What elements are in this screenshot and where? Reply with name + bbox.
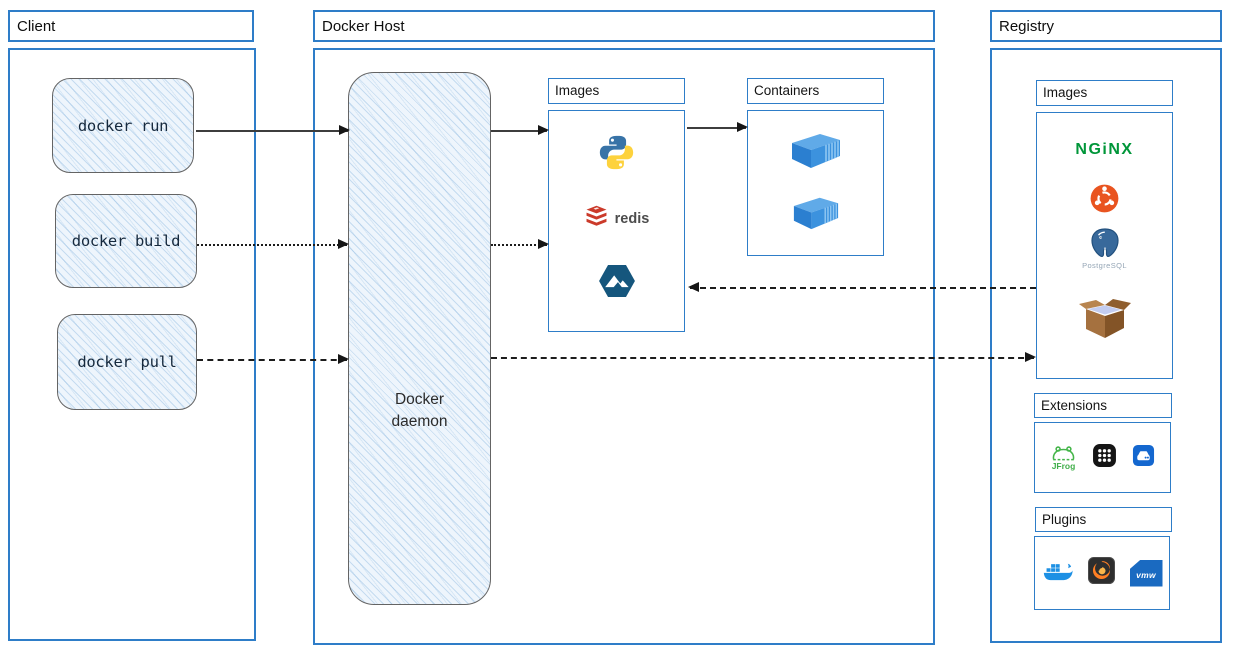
registry-title: Registry xyxy=(999,18,1055,35)
arrow-daemon-to-registry xyxy=(491,352,1036,362)
vmware-icon: vmw xyxy=(1129,559,1163,587)
docker-build-node: docker build xyxy=(55,194,197,288)
arrow-build-to-daemon xyxy=(197,239,349,249)
jfrog-label: JFrog xyxy=(1051,460,1076,471)
registry-extensions-box: JFrog xyxy=(1034,422,1171,493)
docker-run-label: docker run xyxy=(77,116,169,135)
redis-image-row: redis xyxy=(549,205,684,233)
arrow-daemon-to-images-build xyxy=(491,239,549,249)
registry-images-title: Images xyxy=(1043,85,1088,100)
host-images-box: redis xyxy=(548,110,685,332)
redis-icon xyxy=(584,205,609,233)
registry-extensions-title: Extensions xyxy=(1041,398,1108,413)
host-images-title: Images xyxy=(555,83,600,98)
arrow-daemon-to-images xyxy=(491,125,549,135)
docker-daemon-label: Docker daemon xyxy=(391,391,448,430)
containers-title-bar: Containers xyxy=(747,78,884,104)
docker-build-label: docker build xyxy=(71,232,181,250)
docker-daemon-node: Docker daemon xyxy=(348,72,491,605)
arrow-run-to-daemon xyxy=(196,125,350,135)
docker-whale-icon xyxy=(1042,559,1073,588)
docker-pull-label: docker pull xyxy=(77,353,177,371)
container-icon xyxy=(748,195,883,230)
nginx-icon: NGiNX xyxy=(1037,141,1172,159)
drive-app-icon xyxy=(1132,444,1155,472)
client-title-bar: Client xyxy=(8,10,254,42)
host-images-title-bar: Images xyxy=(548,78,685,104)
app-grid-icon xyxy=(1092,443,1117,473)
arrow-pull-to-daemon xyxy=(197,354,349,364)
containers-title: Containers xyxy=(754,83,820,98)
postgresql-icon: PostgreSQL xyxy=(1037,227,1172,270)
grafana-icon xyxy=(1087,557,1115,589)
registry-images-box: NGiNX PostgreSQL xyxy=(1036,112,1173,379)
docker-host-title-bar: Docker Host xyxy=(313,10,935,42)
container-icon xyxy=(748,131,883,169)
docker-run-node: docker run xyxy=(52,78,194,173)
package-box-icon xyxy=(1037,295,1172,339)
postgresql-label: PostgreSQL xyxy=(1082,261,1127,270)
registry-plugins-box: vmw xyxy=(1034,536,1170,610)
redis-label: redis xyxy=(614,211,650,227)
registry-images-title-bar: Images xyxy=(1036,80,1173,106)
arrow-registry-to-images xyxy=(688,282,1036,292)
docker-pull-node: docker pull xyxy=(57,314,197,410)
client-title: Client xyxy=(17,18,56,35)
ubuntu-icon xyxy=(1037,184,1172,213)
arrow-images-to-containers xyxy=(687,122,748,132)
registry-title-bar: Registry xyxy=(990,10,1222,42)
docker-host-title: Docker Host xyxy=(322,18,405,35)
containers-box xyxy=(747,110,884,256)
vmware-label: vmw xyxy=(1136,569,1156,580)
alpine-icon xyxy=(549,264,684,298)
registry-plugins-title: Plugins xyxy=(1042,512,1087,527)
registry-plugins-title-bar: Plugins xyxy=(1035,507,1172,532)
nginx-label: NGiNX xyxy=(1075,141,1134,158)
jfrog-icon: JFrog xyxy=(1050,445,1077,471)
registry-extensions-title-bar: Extensions xyxy=(1034,393,1172,418)
python-icon xyxy=(549,133,684,172)
